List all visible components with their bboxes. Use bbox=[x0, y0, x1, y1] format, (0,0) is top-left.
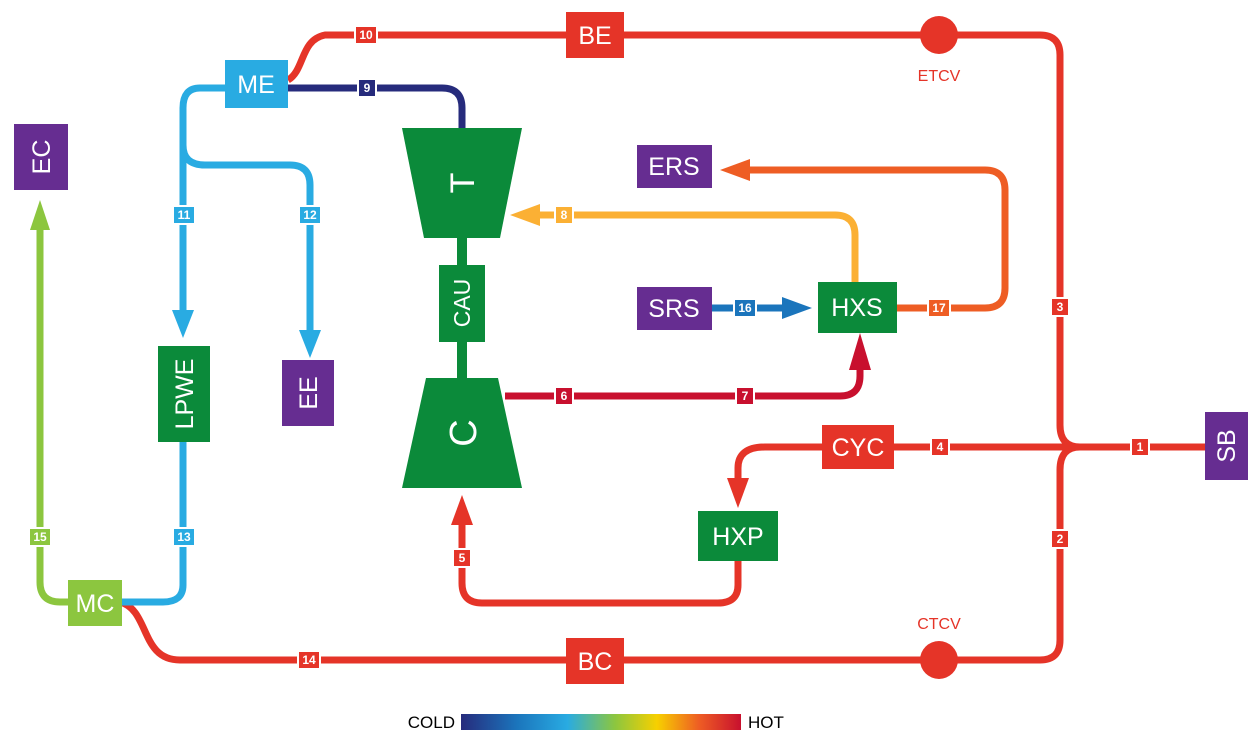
pipe-stream-12 bbox=[179, 144, 314, 335]
stream-tag-2 bbox=[1050, 529, 1070, 549]
pipe-stream-8 bbox=[535, 211, 859, 283]
stream-tag-4 bbox=[930, 437, 950, 457]
stream-tag-1 bbox=[1130, 437, 1150, 457]
stream-tag-4-label: 4 bbox=[937, 440, 944, 454]
stream-tag-7 bbox=[735, 386, 755, 406]
lpwe-block[interactable] bbox=[158, 346, 210, 442]
stream-tag-17-label: 17 bbox=[932, 301, 946, 315]
hxs-block[interactable] bbox=[818, 282, 897, 333]
stream-tag-7-label: 7 bbox=[742, 389, 749, 403]
cyc-label: CYC bbox=[832, 434, 885, 462]
pipe-stream-11 bbox=[179, 84, 225, 315]
hxs-label: HXS bbox=[831, 294, 882, 322]
ctcv-valve[interactable] bbox=[920, 641, 958, 679]
srs-label: SRS bbox=[648, 295, 699, 323]
stream-tag-12 bbox=[298, 205, 322, 225]
bc-label: BC bbox=[578, 648, 613, 676]
arrowhead-stream-11 bbox=[172, 310, 194, 338]
stream-tag-6 bbox=[554, 386, 574, 406]
stream-tag-3 bbox=[1050, 297, 1070, 317]
ee-label: EE bbox=[295, 376, 323, 409]
pipe-stream-15 bbox=[36, 225, 68, 606]
pipe-stream-6-7 bbox=[505, 355, 864, 400]
legend-hot-label: HOT bbox=[748, 713, 784, 732]
stream-tag-9 bbox=[357, 78, 377, 98]
sb-block[interactable] bbox=[1205, 412, 1248, 480]
cau-block[interactable] bbox=[439, 265, 485, 342]
stream-tag-16 bbox=[733, 298, 757, 318]
ee-block[interactable] bbox=[282, 360, 334, 426]
stream-tag-10 bbox=[354, 25, 378, 45]
arrowhead-stream-12 bbox=[299, 330, 321, 358]
turbine-label: T bbox=[444, 173, 482, 194]
stream-tag-6-label: 6 bbox=[561, 389, 568, 403]
pipe-stream-5 bbox=[458, 520, 742, 607]
stream-tag-8-label: 8 bbox=[561, 208, 568, 222]
stream-tag-16-label: 16 bbox=[738, 301, 752, 315]
stream-tag-9-label: 9 bbox=[364, 81, 371, 95]
legend-cold-label: COLD bbox=[408, 713, 455, 732]
ers-block[interactable] bbox=[637, 145, 712, 188]
be-label: BE bbox=[578, 22, 611, 50]
bc-block[interactable] bbox=[566, 638, 624, 684]
me-block[interactable] bbox=[225, 60, 288, 108]
pipe-stream-4 bbox=[734, 443, 1060, 478]
pipe-stream-17 bbox=[745, 166, 1009, 312]
pipe-stream-14 bbox=[118, 443, 1081, 664]
ers-label: ERS bbox=[648, 153, 699, 181]
arrowhead-stream-15 bbox=[30, 200, 50, 230]
turbine-block[interactable] bbox=[402, 128, 522, 238]
legend-gradient-bar bbox=[461, 714, 741, 730]
stream-tag-17 bbox=[927, 298, 951, 318]
stream-tag-13-label: 13 bbox=[177, 530, 191, 544]
mc-block[interactable] bbox=[68, 580, 122, 626]
stream-tag-15-label: 15 bbox=[33, 530, 47, 544]
srs-block[interactable] bbox=[637, 287, 712, 330]
mc-label: MC bbox=[76, 590, 115, 618]
stream-tag-14-label: 14 bbox=[302, 653, 316, 667]
compressor-label: C bbox=[443, 419, 485, 446]
stream-tag-13 bbox=[172, 527, 196, 547]
cau-label: CAU bbox=[449, 279, 475, 328]
stream-tag-3-label: 3 bbox=[1057, 300, 1064, 314]
sb-label: SB bbox=[1213, 429, 1241, 462]
arrowhead-stream-7 bbox=[849, 333, 871, 370]
stream-tag-5 bbox=[452, 548, 472, 568]
hxp-block[interactable] bbox=[698, 511, 778, 561]
ec-block[interactable] bbox=[14, 124, 68, 190]
pipe-stream-10 bbox=[285, 31, 1081, 451]
arrowhead-stream-5 bbox=[451, 495, 473, 525]
pipe-stream-9 bbox=[288, 84, 466, 128]
stream-tag-1-label: 1 bbox=[1137, 440, 1144, 454]
etcv-valve[interactable] bbox=[920, 16, 958, 54]
arrowhead-stream-16 bbox=[782, 297, 812, 319]
arrowhead-stream-4 bbox=[727, 478, 749, 508]
stream-tag-14 bbox=[297, 650, 321, 670]
stream-tag-10-label: 10 bbox=[359, 28, 373, 42]
compressor-block[interactable] bbox=[402, 378, 522, 488]
stream-tag-8 bbox=[554, 205, 574, 225]
stream-tag-11-label: 11 bbox=[178, 208, 191, 222]
cyc-block[interactable] bbox=[822, 425, 894, 469]
ctcv-label: CTCV bbox=[917, 616, 961, 633]
me-label: ME bbox=[237, 71, 275, 99]
ec-label: EC bbox=[28, 140, 56, 175]
be-block[interactable] bbox=[566, 12, 624, 58]
stream-tag-2-label: 2 bbox=[1057, 532, 1064, 546]
pipe-stream-13 bbox=[120, 442, 187, 606]
stream-tag-12-label: 12 bbox=[303, 208, 317, 222]
arrowhead-stream-8 bbox=[510, 204, 540, 226]
etcv-label: ETCV bbox=[918, 68, 961, 85]
hxp-label: HXP bbox=[712, 523, 763, 551]
stream-tag-11 bbox=[172, 205, 196, 225]
arrowhead-stream-17 bbox=[720, 159, 750, 181]
stream-tag-5-label: 5 bbox=[459, 551, 466, 565]
lpwe-label: LPWE bbox=[171, 359, 199, 430]
stream-tag-15 bbox=[28, 527, 52, 547]
